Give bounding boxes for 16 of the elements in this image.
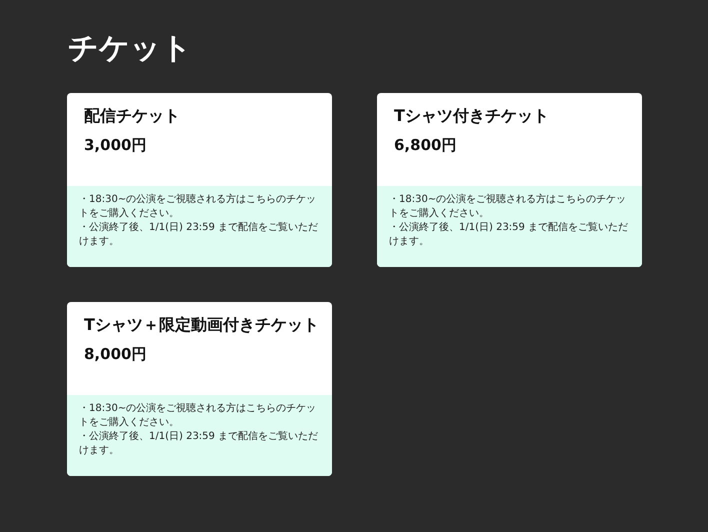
ticket-note: ・18:30~の公演をご視聴される方はこちらのチケットをご購入ください。: [79, 402, 318, 430]
ticket-card: [67, 93, 332, 267]
ticket-price: 6,800円: [394, 135, 458, 155]
ticket-card: [67, 302, 332, 476]
ticket-card: [377, 93, 642, 267]
ticket-name: 配信チケット: [84, 105, 181, 127]
ticket-price: 8,000円: [84, 344, 148, 364]
ticket-note: ・18:30~の公演をご視聴される方はこちらのチケットをご購入ください。: [389, 193, 628, 221]
page-title: チケット: [68, 30, 192, 68]
ticket-note: ・公演終了後、1/1(日) 23:59 まで配信をご覧いただけます。: [389, 221, 630, 249]
ticket-note: ・公演終了後、1/1(日) 23:59 まで配信をご覧いただけます。: [79, 221, 320, 249]
ticket-name: Tシャツ＋限定動画付きチケット: [84, 314, 315, 336]
ticket-price: 3,000円: [84, 135, 148, 155]
ticket-note: ・18:30~の公演をご視聴される方はこちらのチケットをご購入ください。: [79, 193, 318, 221]
ticket-name: Tシャツ付きチケット: [394, 105, 550, 127]
ticket-note: ・公演終了後、1/1(日) 23:59 まで配信をご覧いただけます。: [79, 430, 320, 458]
